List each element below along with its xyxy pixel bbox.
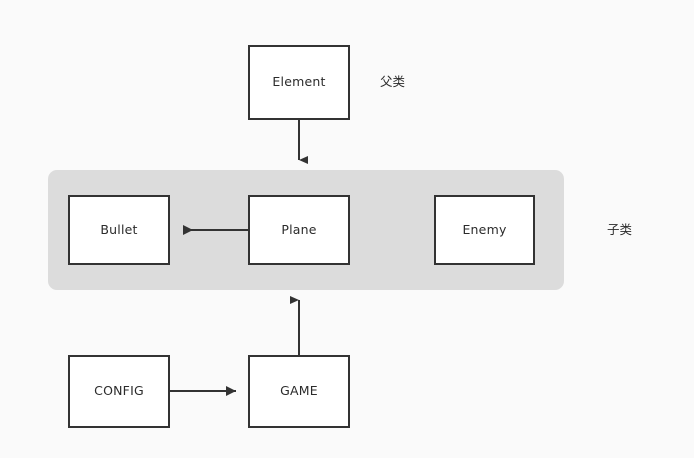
node-enemy[interactable]: Enemy [434,195,535,265]
node-element-label: Element [272,74,326,90]
node-element[interactable]: Element [248,45,350,120]
parent-class-label: 父类 [380,74,406,89]
node-plane-label: Plane [281,221,317,237]
node-game[interactable]: GAME [248,355,350,428]
node-config[interactable]: CONFIG [68,355,170,428]
node-enemy-label: Enemy [462,221,507,237]
child-class-label: 子类 [607,222,633,237]
node-bullet[interactable]: Bullet [68,195,170,265]
node-config-label: CONFIG [94,383,144,399]
node-bullet-label: Bullet [100,221,138,237]
node-game-label: GAME [280,383,318,399]
node-plane[interactable]: Plane [248,195,350,265]
